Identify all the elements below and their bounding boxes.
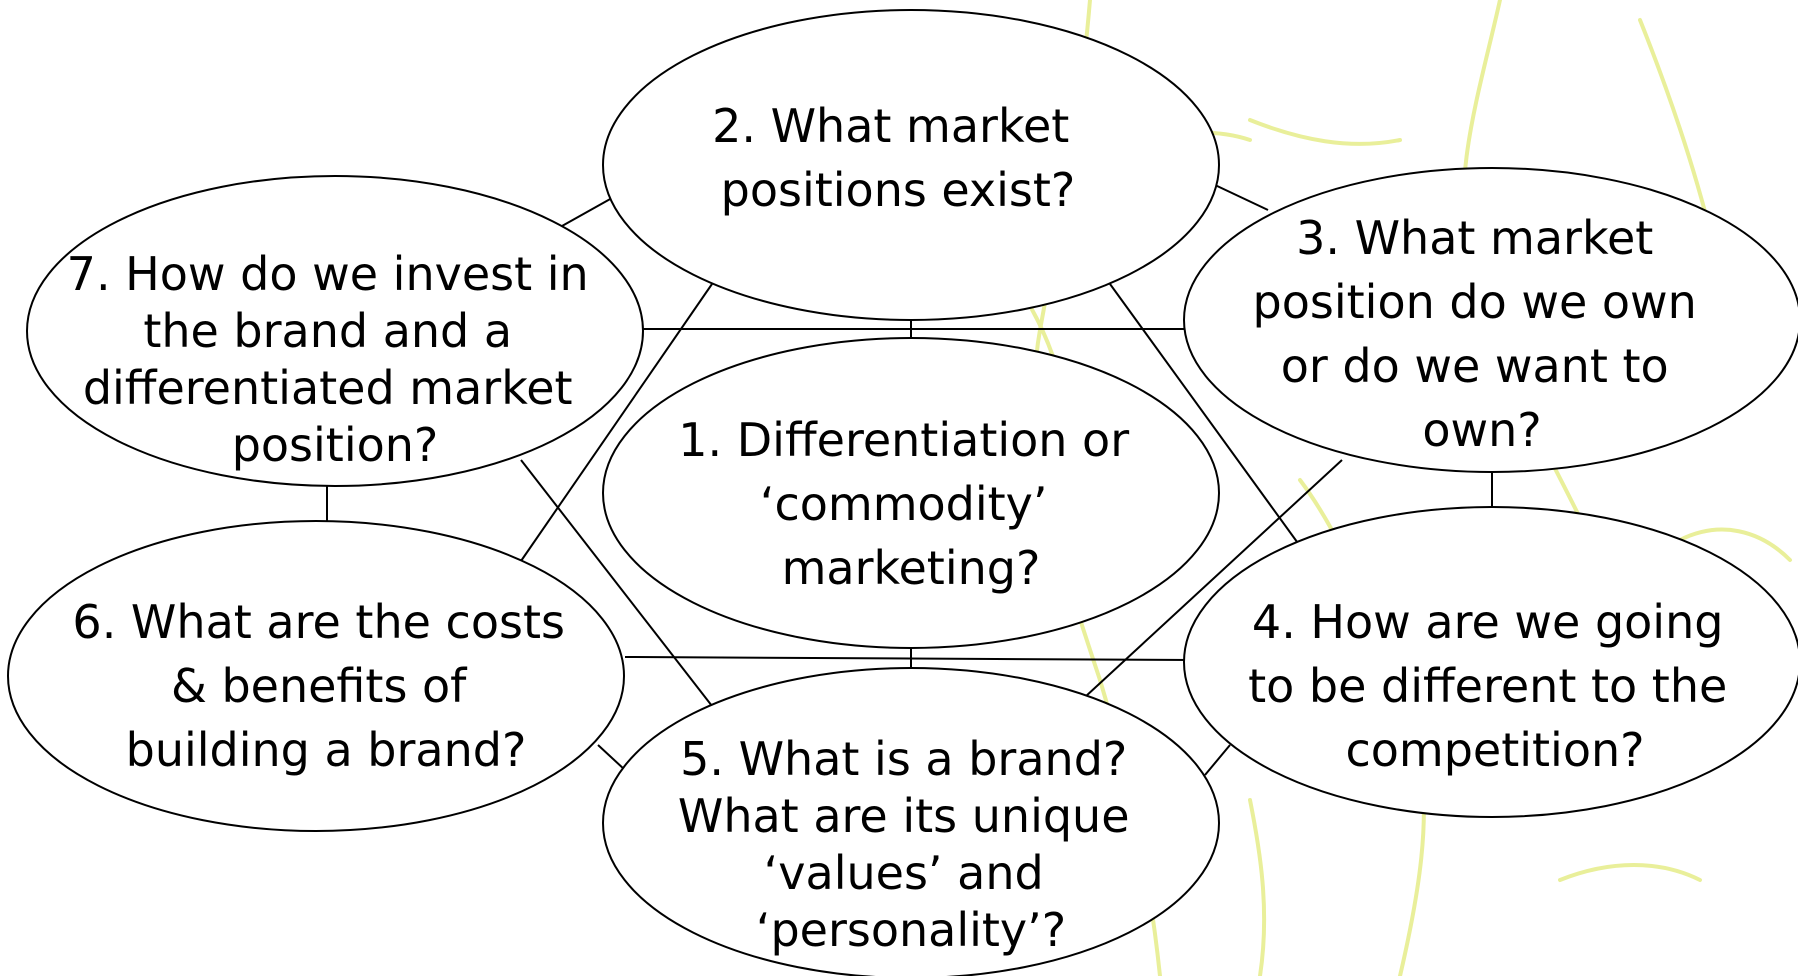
node-4-label: 4. How are we going to be different to t… [1248,595,1742,777]
ellipse-n1 [602,337,1220,649]
node-3-label: 3. What market position do we own or do … [1253,211,1712,457]
node-6-line-3: building a brand? [126,723,527,777]
node-labels: 1. Differentiation or ‘commodity’ market… [67,99,1742,957]
node-7-line-1: 7. How do we invest in [67,247,589,301]
node-7-line-3: differentiated market [83,361,573,415]
connector-n7-n2 [561,197,613,227]
node-5-label: 5. What is a brand? What are its unique … [678,732,1144,957]
ellipse-n5 [602,667,1220,976]
connectors [326,184,1493,776]
node-3-line-2: position do we own [1253,275,1697,329]
connector-horizontal-bottom [624,656,1193,661]
connector-n2-n3 [1214,184,1269,211]
node-6-line-1: 6. What are the costs [72,595,565,649]
node-2-label: 2. What market positions exist? [712,99,1084,217]
connector-diag-n2-n4 [1109,283,1301,547]
node-3-line-3: or do we want to [1281,339,1669,393]
node-1-line-2: ‘commodity’ [760,477,1048,531]
node-7-line-2: the brand and a [143,304,512,358]
connector-diag-n7-n5 [520,459,713,707]
node-2-line-1: 2. What market [712,99,1069,153]
node-3-line-4: own? [1422,403,1541,457]
node-5-line-1: 5. What is a brand? [680,732,1127,786]
node-4-line-2: to be different to the [1248,659,1727,713]
node-1-line-1: 1. Differentiation or [678,413,1129,467]
node-4-line-3: competition? [1345,723,1644,777]
ellipse-n3 [1183,167,1798,473]
node-5-line-4: ‘personality’? [756,903,1066,957]
connector-diag-n3-n5 [1084,459,1343,698]
node-5-line-2: What are its unique [678,789,1130,843]
node-1-label: 1. Differentiation or ‘commodity’ market… [678,413,1143,595]
node-3-line-1: 3. What market [1296,211,1653,265]
node-7-line-4: position? [232,418,439,472]
ellipse-n2 [602,9,1220,321]
ellipse-n6 [7,520,625,832]
ellipse-n4 [1183,506,1798,818]
node-2-line-2: positions exist? [721,163,1076,217]
node-6-line-2: & benefits of [171,659,468,713]
connector-n5-n6 [597,744,626,771]
connector-diag-n2-n6 [520,283,713,562]
connector-n4-n5 [1204,744,1231,776]
node-4-line-1: 4. How are we going [1252,595,1724,649]
node-5-line-3: ‘values’ and [764,846,1044,900]
node-7-label: 7. How do we invest in the brand and a d… [67,247,604,472]
node-ellipses [7,9,1798,976]
node-1-line-3: marketing? [782,541,1041,595]
node-6-label: 6. What are the costs & benefits of buil… [72,595,579,777]
ellipse-n7 [26,175,644,487]
